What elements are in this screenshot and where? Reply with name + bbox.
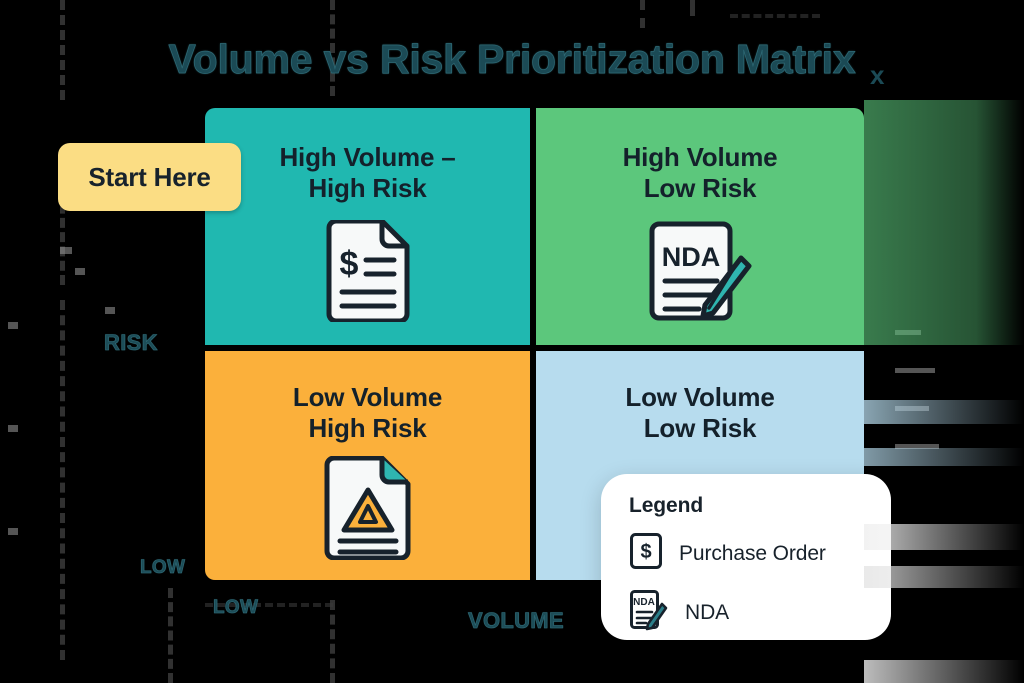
nda-icon-text: NDA	[662, 242, 721, 272]
background-guide-line	[330, 600, 335, 683]
quadrant-matrix: High Volume – High Risk $ High Volume Lo…	[205, 108, 864, 580]
edge-bleed-blue	[864, 400, 1024, 424]
background-speck	[895, 368, 935, 373]
background-speck	[895, 330, 921, 335]
start-here-badge[interactable]: Start Here	[58, 143, 241, 211]
edge-bleed-green	[864, 100, 1024, 345]
background-guide-line	[60, 300, 65, 660]
background-speck	[105, 307, 115, 314]
quadrant-title: Low Volume Low Risk	[625, 382, 775, 444]
svg-text:$: $	[640, 541, 651, 563]
background-guide-line	[330, 0, 335, 96]
background-guide-line	[690, 0, 695, 16]
background-speck	[8, 322, 18, 329]
quadrant-high-volume-low-risk[interactable]: High Volume Low Risk NDA	[536, 108, 864, 345]
quadrant-title: High Volume – High Risk	[279, 142, 456, 204]
y-axis-tick-low: LOW	[140, 557, 186, 579]
background-speck	[60, 247, 72, 254]
background-speck	[75, 268, 85, 275]
background-speck	[895, 444, 939, 449]
svg-text:$: $	[339, 245, 358, 283]
background-guide-line	[60, 175, 65, 285]
y-axis-label-risk: RISK	[104, 330, 158, 356]
legend-item-purchase-order: $ Purchase Order	[629, 532, 891, 575]
background-guide-line	[730, 14, 820, 18]
dollar-box-icon: $	[629, 532, 663, 575]
background-speck	[8, 425, 18, 432]
x-axis-tick-low: LOW	[213, 597, 259, 619]
quadrant-title: Low Volume High Risk	[292, 382, 443, 444]
purchase-order-document-icon: $	[324, 218, 412, 327]
background-guide-line	[168, 588, 173, 683]
background-speck	[8, 528, 18, 535]
quadrant-high-volume-high-risk[interactable]: High Volume – High Risk $	[205, 108, 530, 345]
nda-document-pen-icon: NDA	[629, 589, 669, 636]
edge-bleed-white	[864, 660, 1024, 683]
background-guide-line	[640, 0, 645, 28]
edge-bleed-blue	[864, 448, 1024, 466]
legend-card: Legend $ Purchase Order NDA	[601, 474, 891, 640]
legend-item-label: NDA	[685, 600, 730, 624]
warning-document-icon	[322, 455, 414, 565]
legend-item-label: Purchase Order	[679, 541, 826, 565]
page-title: Volume vs Risk Prioritization Matrix	[168, 36, 856, 83]
legend-title: Legend	[629, 494, 704, 517]
legend-item-nda: NDA NDA	[629, 589, 891, 636]
background-guide-line	[60, 0, 65, 100]
quadrant-low-volume-high-risk[interactable]: Low Volume High Risk	[205, 351, 530, 580]
background-guide-line	[205, 603, 333, 607]
background-speck	[895, 406, 929, 411]
quadrant-title: High Volume Low Risk	[622, 142, 778, 204]
nda-document-pen-icon: NDA	[647, 220, 753, 327]
x-axis-label-volume: VOLUME	[468, 608, 564, 634]
nda-icon-text: NDA	[633, 597, 655, 608]
